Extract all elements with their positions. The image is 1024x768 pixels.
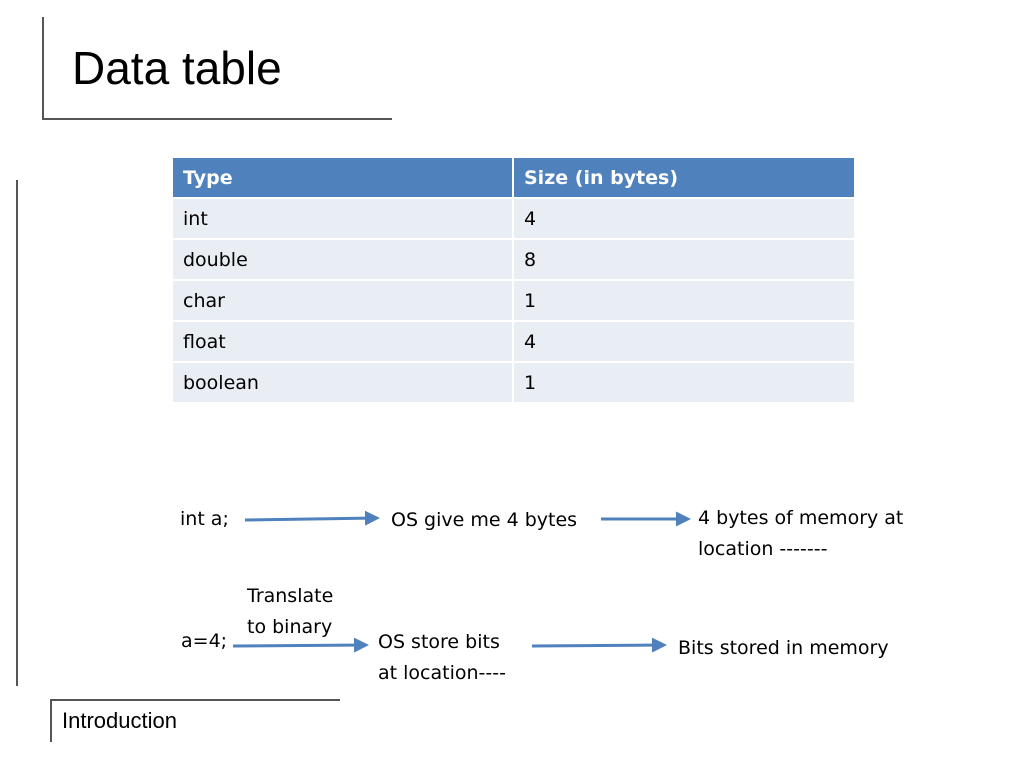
table-row: int 4 [171,197,856,240]
footer-section-label: Introduction [62,708,177,733]
code-declare: int a; [180,508,229,530]
arrow-store-to-memory [531,637,667,653]
cell-size: 4 [512,197,856,240]
cell-size: 1 [512,279,856,322]
cell-type: double [171,238,514,281]
data-type-table: Type Size (in bytes) int 4 double 8 char… [171,156,856,404]
cell-type: float [171,320,514,363]
table-header-row: Type Size (in bytes) [171,156,856,199]
os-store-line2: at location---- [378,662,506,684]
os-request-text: OS give me 4 bytes [391,509,578,531]
memory-result-line1: 4 bytes of memory at [698,507,904,529]
bits-stored-text: Bits stored in memory [678,637,889,659]
os-store-line1: OS store bits [378,631,500,653]
cell-type: boolean [171,361,514,404]
table-row: char 1 [171,279,856,322]
cell-size: 4 [512,320,856,363]
translate-label-line1: Translate [247,585,334,607]
title-frame-vertical-line [42,17,44,119]
cell-size: 1 [512,361,856,404]
title-frame-horizontal-line [42,118,392,120]
arrow-assign-to-store [232,637,369,653]
memory-result-line2: location ------- [698,538,828,560]
header-size: Size (in bytes) [512,156,856,199]
header-type: Type [171,156,514,199]
table-row: double 8 [171,238,856,281]
cell-size: 8 [512,238,856,281]
code-assign: a=4; [181,630,228,652]
cell-type: char [171,279,514,322]
translate-label-line2: to binary [247,616,333,638]
footer-horizontal-line [50,699,340,701]
content-vertical-rule [16,180,18,686]
footer-vertical-line [50,700,52,742]
table-row: boolean 1 [171,361,856,404]
slide-title: Data table [72,42,282,94]
arrow-declare-to-request [244,510,380,526]
cell-type: int [171,197,514,240]
table-row: float 4 [171,320,856,363]
